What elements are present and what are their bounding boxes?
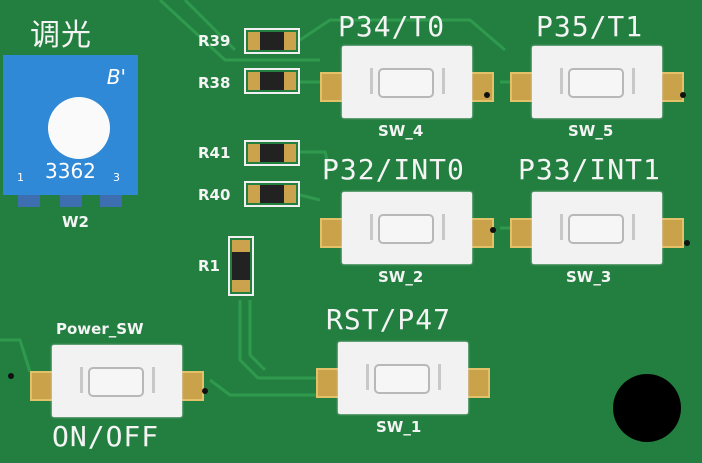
pin1-dot [202,388,208,394]
pin1-dot [490,227,496,233]
pot-leg [60,195,82,207]
power-switch[interactable] [30,345,204,417]
switch-signal-label: P34/T0 [338,10,446,43]
switch-sw2[interactable] [320,192,494,264]
switch-ref-label: SW_1 [376,418,422,436]
switch-ref-label: SW_3 [566,268,612,286]
power-switch-caption: ON/OFF [52,420,160,453]
pot-ref: W2 [62,213,89,231]
switch-signal-label: P33/INT1 [518,153,661,186]
switch-signal-label: P32/INT0 [322,153,465,186]
pin1-dot [684,240,690,246]
resistor-r39 [244,28,300,54]
pin1-dot [8,373,14,379]
power-switch-title: Power_SW [56,320,144,338]
pot-title: 调光 [30,18,92,53]
switch-sw4[interactable] [320,46,494,118]
pot-mark: B' [106,65,126,89]
resistor-ref: R39 [198,32,231,50]
pot-leg [100,195,122,207]
switch-sw5[interactable] [510,46,684,118]
resistor-r40 [244,181,300,207]
resistor-ref: R1 [198,257,220,275]
pot-knob [48,97,110,159]
pin1-dot [680,92,686,98]
resistor-r41 [244,140,300,166]
pot-model: 3362 [45,159,96,183]
switch-sw1[interactable] [316,342,490,414]
pin1-dot [484,92,490,98]
pot-leg [18,195,40,207]
pot-pin1: 1 [17,171,24,184]
switch-signal-label: P35/T1 [536,10,644,43]
switch-signal-label: RST/P47 [326,303,452,336]
resistor-ref: R41 [198,144,231,162]
resistor-ref: R38 [198,74,231,92]
switch-ref-label: SW_4 [378,122,424,140]
pot-pin3: 3 [113,171,120,184]
switch-ref-label: SW_5 [568,122,614,140]
switch-ref-label: SW_2 [378,268,424,286]
switch-sw3[interactable] [510,192,684,264]
potentiometer-w2: B' 3362 1 3 [3,55,138,195]
resistor-ref: R40 [198,186,231,204]
resistor-r38 [244,68,300,94]
mounting-hole [613,374,681,442]
resistor-r1 [228,236,254,296]
